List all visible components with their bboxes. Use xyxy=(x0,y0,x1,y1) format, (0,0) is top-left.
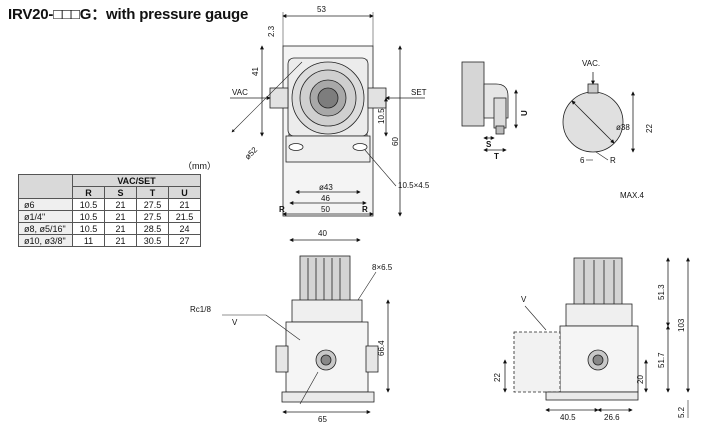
fitting-view-labels: S T U xyxy=(486,110,529,161)
max-pressure-label: MAX.4 xyxy=(620,191,645,200)
dim-10-5: 10.5 xyxy=(377,108,386,124)
dim-20: 20 xyxy=(636,375,645,384)
gauge-view-labels: VAC. ø38 22 6 R MAX.4 xyxy=(580,59,654,200)
port-set-label: SET xyxy=(411,88,427,97)
unit-label: （mm） xyxy=(183,161,216,171)
dim-2-3: 2.3 xyxy=(267,25,276,37)
page-title: IRV20-□□□G：with pressure gauge xyxy=(8,6,249,23)
dim-d52: ø52 xyxy=(243,145,260,162)
gauge-view xyxy=(562,72,635,161)
dim-r-gauge: R xyxy=(610,156,616,165)
dim-t: T xyxy=(494,152,499,161)
dim-d38: ø38 xyxy=(616,123,630,132)
dim-6: 6 xyxy=(580,156,585,165)
dim-22: 22 xyxy=(645,124,654,133)
dim-103: 103 xyxy=(677,318,686,332)
side-view-labels: V 51.3 103 51.7 20 22 40.5 26.6 5.2 xyxy=(493,284,686,422)
row-label: ø10, ø3/8" xyxy=(18,234,73,247)
dim-40-5: 40.5 xyxy=(560,413,576,422)
dim-r-left: R xyxy=(279,205,285,214)
dim-s: S xyxy=(486,140,492,149)
dim-60: 60 xyxy=(391,137,400,146)
port-vac-label: VAC xyxy=(232,88,248,97)
row-label: ø6 xyxy=(18,198,73,211)
dim-22-side: 22 xyxy=(493,373,502,382)
top-view xyxy=(230,12,425,217)
dim-65: 65 xyxy=(318,415,327,424)
dimension-table: VAC/SET R S T U ø6 10.5 21 27.5 21 ø1/4"… xyxy=(18,174,201,247)
holes-label: 8×6.5 xyxy=(372,263,393,272)
side-view xyxy=(503,257,690,418)
dim-51-3: 51.3 xyxy=(657,284,666,300)
fitting-view xyxy=(461,61,518,152)
table-corner xyxy=(18,174,73,199)
dim-41: 41 xyxy=(251,67,260,76)
table-row: ø10, ø3/8" 11 21 30.5 27 xyxy=(18,234,201,247)
front-view xyxy=(222,238,390,414)
dim-d43: ø43 xyxy=(319,183,333,192)
table-group-header: VAC/SET xyxy=(72,174,201,187)
dim-66-4: 66.4 xyxy=(377,340,386,356)
col-header-t: T xyxy=(136,186,169,199)
rc-label: Rc1/8 xyxy=(190,305,211,314)
row-label: ø1/4" xyxy=(18,210,73,223)
slot-label: 10.5×4.5 xyxy=(398,181,430,190)
front-v-label: V xyxy=(232,318,238,327)
dim-r-right: R xyxy=(362,205,368,214)
row-label: ø8, ø5/16" xyxy=(18,222,73,235)
front-view-labels: 40 8×6.5 Rc1/8 V 66.4 65 xyxy=(190,229,393,424)
dim-5-2: 5.2 xyxy=(677,406,686,418)
dim-26-6: 26.6 xyxy=(604,413,620,422)
table-row: ø1/4" 10.5 21 27.5 21.5 xyxy=(18,210,201,223)
side-v-label: V xyxy=(521,295,527,304)
dim-51-7: 51.7 xyxy=(657,352,666,368)
gauge-vac-label: VAC. xyxy=(582,59,600,68)
dim-53: 53 xyxy=(317,5,326,14)
dim-40: 40 xyxy=(318,229,327,238)
dim-46: 46 xyxy=(321,194,330,203)
col-header-u: U xyxy=(168,186,201,199)
dim-50: 50 xyxy=(321,205,330,214)
dim-u: U xyxy=(520,110,529,116)
cell: 27 xyxy=(168,234,201,247)
